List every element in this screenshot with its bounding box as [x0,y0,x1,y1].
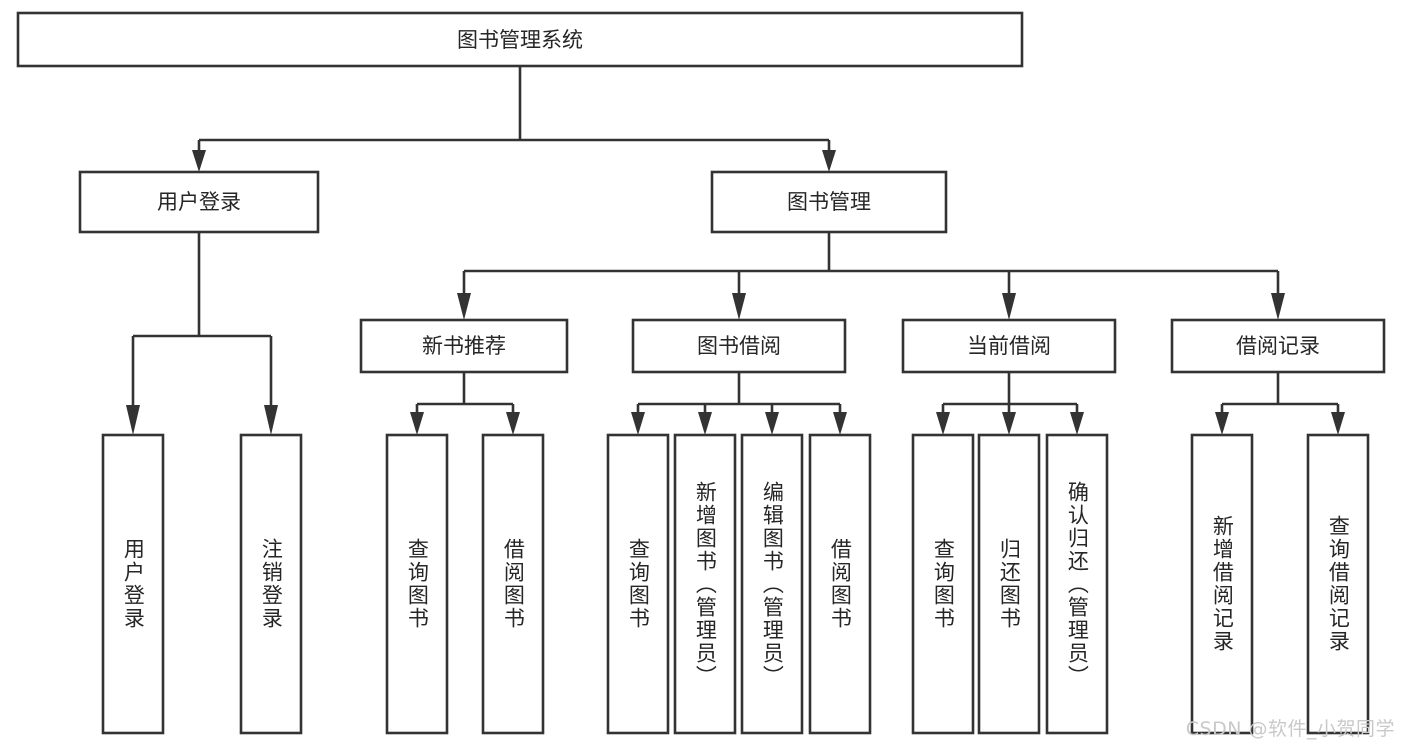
arrow-to-leaf-query-record [1331,412,1345,435]
node-leaf-user-logout-box[interactable] [239,433,303,735]
node-leaf-query-book-3-box[interactable] [911,433,975,735]
node-borrow-record-box[interactable] [1170,318,1386,374]
node-book-manage-label: 图书管理 [787,190,871,214]
node-book-manage[interactable]: 图书管理 [710,170,948,234]
node-leaf-add-book-box[interactable] [673,433,737,735]
node-current-borrow-label: 当前借阅 [967,334,1051,358]
arrow-to-borrow-record [1271,293,1285,320]
arrow-to-leaf-edit-book [765,412,779,435]
node-root-label: 图书管理系统 [457,28,583,52]
node-borrow-record-label: 借阅记录 [1236,334,1320,358]
connectors [126,66,1345,435]
node-leaf-user-login-box[interactable] [101,433,165,735]
node-leaf-query-book-1-box[interactable] [385,433,449,735]
node-leaf-borrow-book-2-box[interactable] [808,433,872,735]
node-root[interactable]: 图书管理系统 [16,11,1024,68]
node-new-book-recommend-label: 新书推荐 [422,334,506,358]
node-leaf-return-book-box[interactable] [977,433,1041,735]
arrow-to-leaf-add-book [698,412,712,435]
arrow-to-book-borrow [732,293,746,320]
arrow-to-leaf-query-book-3 [936,412,950,435]
node-new-book-recommend-box[interactable] [359,318,569,374]
arrow-to-leaf-query-book-2 [631,412,645,435]
arrow-to-leaf-user-logout [264,405,278,435]
arrow-to-leaf-borrow-book-1 [506,412,520,435]
node-user-login-label: 用户登录 [157,190,241,214]
node-leaf-query-book-2-box[interactable] [606,433,670,735]
arrow-to-leaf-return-book [1002,412,1016,435]
node-current-borrow[interactable]: 当前借阅 [901,318,1117,374]
node-leaf-add-record-box[interactable] [1190,433,1254,735]
node-root-box[interactable] [16,11,1024,68]
arrow-to-current-borrow [1002,293,1016,320]
node-leaf-query-record-box[interactable] [1306,433,1370,735]
node-leaf-borrow-book-1-box[interactable] [481,433,545,735]
node-book-borrow-label: 图书借阅 [697,334,781,358]
node-new-book-recommend[interactable]: 新书推荐 [359,318,569,374]
node-leaf-confirm-return-box[interactable] [1045,433,1109,735]
arrow-to-leaf-confirm-return [1070,412,1084,435]
arrow-to-leaf-add-record [1215,412,1229,435]
node-current-borrow-box[interactable] [901,318,1117,374]
node-book-borrow-box[interactable] [631,318,847,374]
arrow-to-book-manage [822,150,836,172]
arrow-to-leaf-borrow-book-2 [833,412,847,435]
arrow-to-new-book-recommend [457,293,471,320]
arrow-to-leaf-user-login [126,405,140,435]
csdn-watermark: CSDN @软件_小贺同学 [1185,718,1395,740]
node-leaf-edit-book-box[interactable] [740,433,804,735]
node-user-login-box[interactable] [78,170,320,234]
node-book-borrow[interactable]: 图书借阅 [631,318,847,374]
arrow-to-leaf-query-book-1 [410,412,424,435]
node-user-login[interactable]: 用户登录 [78,170,320,234]
node-borrow-record[interactable]: 借阅记录 [1170,318,1386,374]
arrow-to-user-login [192,150,206,172]
node-book-manage-box[interactable] [710,170,948,234]
